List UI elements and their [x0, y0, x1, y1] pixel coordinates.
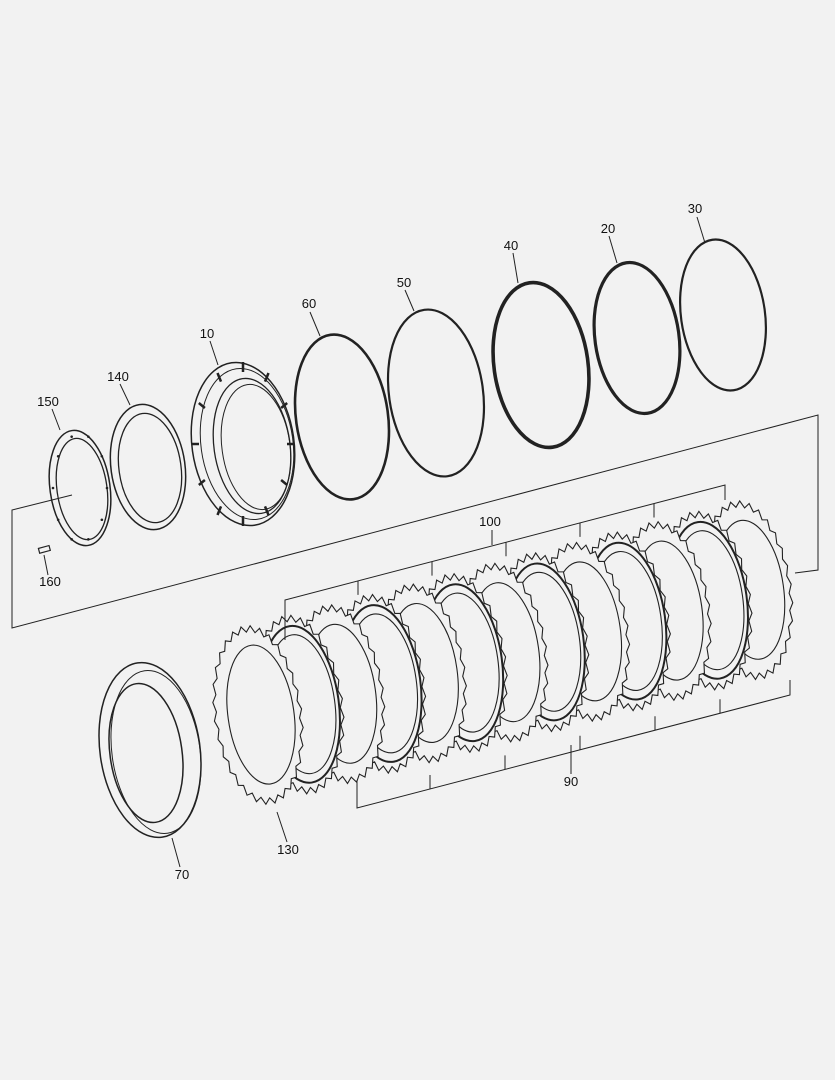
o-ring-20 — [592, 260, 682, 416]
piston-rib — [198, 479, 206, 486]
bolt-hole — [56, 518, 60, 522]
callout-label-160: 160 — [39, 574, 61, 589]
leader-line — [309, 311, 321, 337]
piston-rib — [280, 479, 288, 486]
leader-line — [608, 235, 618, 264]
bolt-hole — [70, 435, 73, 438]
piston-10-bore — [220, 383, 292, 511]
ring-70-outer — [98, 661, 202, 839]
callout-label-70: 70 — [175, 867, 189, 882]
leader-line — [43, 554, 49, 576]
leader-line — [119, 383, 131, 406]
bracket-100 — [284, 484, 726, 640]
callout-label-20: 20 — [601, 221, 615, 236]
piston-rib — [198, 402, 206, 409]
ring-70-inner — [108, 682, 184, 824]
callout-label-140: 140 — [107, 369, 129, 384]
callout-label-130: 130 — [277, 842, 299, 857]
disc-bore — [226, 644, 296, 785]
callout-label-60: 60 — [302, 296, 316, 311]
bolt-hole — [51, 486, 55, 490]
callout-label-10: 10 — [200, 326, 214, 341]
piston-rib — [263, 505, 270, 516]
ring-140-inner — [117, 412, 183, 524]
leader-line — [51, 408, 61, 431]
bolt-hole — [105, 486, 109, 490]
ring-140-outer — [109, 403, 187, 531]
ring-70-face — [110, 670, 202, 834]
callout-label-90: 90 — [564, 774, 578, 789]
piston-rib — [280, 402, 288, 409]
callout-label-100: 100 — [479, 514, 501, 529]
piston-rib — [216, 372, 223, 383]
callout-label-40: 40 — [504, 238, 518, 253]
bolt-hole — [100, 518, 104, 522]
callout-label-150: 150 — [37, 394, 59, 409]
o-ring-50 — [386, 308, 486, 478]
bracket-group-line — [11, 414, 819, 629]
steel-disc — [212, 624, 304, 806]
leader-line — [276, 811, 288, 843]
plate-150-inner — [55, 437, 109, 541]
piston-rib — [216, 505, 223, 516]
callout-label-50: 50 — [397, 275, 411, 290]
bolt-hole — [87, 538, 90, 541]
callout-label-30: 30 — [688, 201, 702, 216]
o-ring-60 — [293, 333, 391, 501]
bolt-hole — [100, 454, 104, 458]
leader-line — [696, 216, 706, 244]
bolt-hole — [70, 538, 73, 541]
bolt-hole — [87, 435, 90, 438]
bracket-90 — [356, 680, 791, 809]
disc-outline — [212, 624, 304, 806]
leader-line — [171, 837, 181, 868]
bolt-hole — [56, 454, 60, 458]
leader-line — [512, 252, 519, 284]
o-ring-40 — [491, 280, 591, 450]
piston-10-outer — [190, 361, 296, 527]
plate-150-outer — [48, 429, 112, 547]
leader-line — [404, 289, 415, 312]
o-ring-30 — [678, 238, 768, 392]
piston-rib — [263, 372, 270, 383]
piston-10-rim — [199, 367, 295, 521]
bolt-160 — [37, 544, 52, 554]
leader-line — [209, 340, 219, 366]
